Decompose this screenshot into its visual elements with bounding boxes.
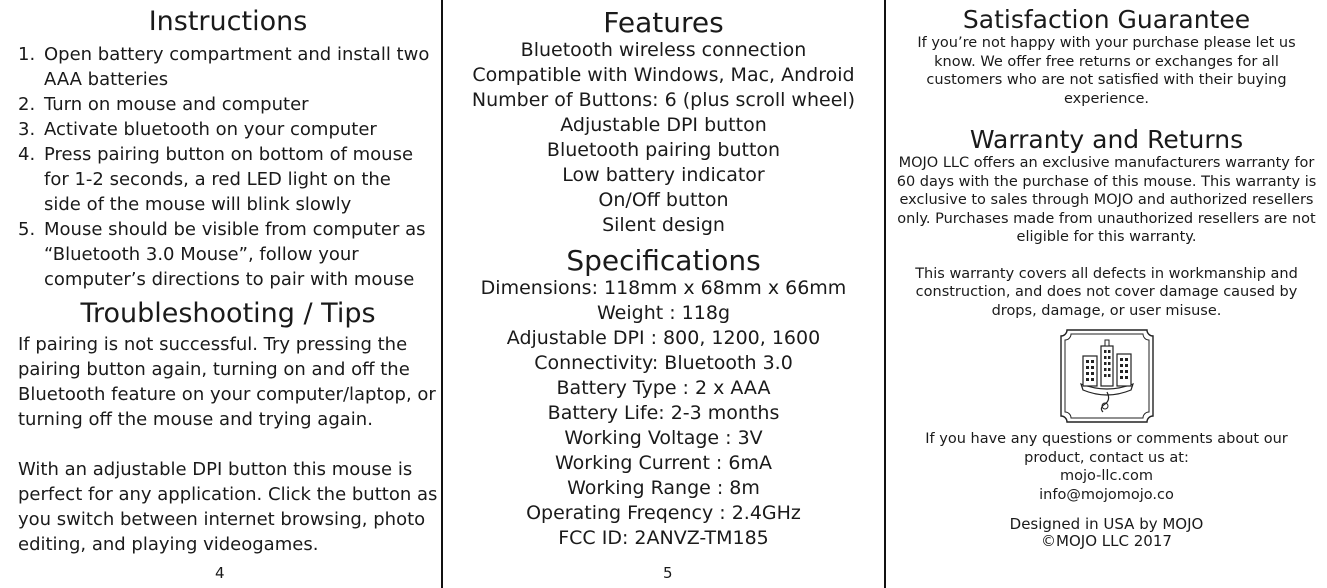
step-number: 1. — [18, 44, 36, 65]
warranty-coverage-text: This warranty covers all defects in work… — [915, 265, 1298, 319]
copyright-text: ©MOJO LLC 2017 — [1041, 532, 1172, 550]
step-number: 3. — [18, 119, 36, 140]
list-item: Connectivity: Bluetooth 3.0 — [534, 352, 793, 374]
list-item: Battery Type : 2 x AAA — [556, 377, 771, 399]
column-divider — [884, 0, 886, 588]
step-text: Activate bluetooth on your computer — [44, 119, 377, 140]
list-item: Dimensions: 118mm x 68mm x 66mm — [480, 277, 847, 299]
list-item: Low battery indicator — [562, 164, 765, 186]
list-item: Working Current : 6mA — [555, 452, 772, 474]
list-item: 2. Turn on mouse and computer — [18, 92, 441, 117]
list-item: Battery Life: 2-3 months — [547, 402, 780, 424]
contact-email-link[interactable]: info@mojomojo.co — [1039, 486, 1174, 503]
list-item: 4. Press pairing button on bottom of mous… — [18, 142, 441, 217]
contact-website-link[interactable]: mojo-llc.com — [1059, 468, 1153, 484]
step-text: Turn on mouse and computer — [44, 94, 309, 115]
list-item: Adjustable DPI button — [560, 114, 767, 136]
step-number: 2. — [18, 94, 36, 115]
guarantee-panel: Satisfaction Guarantee If you’re not hap… — [886, 0, 1327, 588]
list-item: 1. Open battery compartment and install t… — [18, 42, 441, 92]
step-text: Press pairing button on bottom of mouse … — [44, 144, 414, 215]
list-item: On/Off button — [598, 189, 729, 211]
list-item: Bluetooth wireless connection — [520, 39, 807, 61]
features-title: Features — [603, 6, 724, 39]
contact-intro: If you have any questions or comments ab… — [925, 431, 1288, 466]
instructions-title: Instructions — [148, 6, 308, 37]
city-skyline-emblem-icon — [1059, 329, 1154, 423]
warranty-text: MOJO LLC offers an exclusive manufacture… — [896, 155, 1317, 245]
page-number: 5 — [663, 564, 673, 582]
list-item: Compatible with Windows, Mac, Android — [472, 64, 855, 86]
list-item: Weight : 118g — [597, 302, 730, 324]
list-item: 5. Mouse should be visible from computer … — [18, 217, 441, 292]
step-text: Mouse should be visible from computer as… — [44, 219, 426, 290]
instructions-panel: Instructions 1. Open battery compartment … — [0, 0, 441, 588]
features-panel: Features Bluetooth wireless connection C… — [443, 0, 884, 588]
list-item: Bluetooth pairing button — [546, 139, 781, 161]
warranty-title: Warranty and Returns — [969, 125, 1244, 154]
specifications-title: Specifications — [566, 244, 761, 277]
guarantee-title: Satisfaction Guarantee — [962, 5, 1251, 34]
guarantee-text: If you’re not happy with your purchase p… — [917, 35, 1296, 107]
list-item: Number of Buttons: 6 (plus scroll wheel) — [471, 89, 856, 111]
troubleshooting-paragraph: If pairing is not successful. Try pressi… — [18, 334, 436, 430]
page-number: 4 — [215, 564, 225, 582]
step-number: 4. — [18, 144, 36, 165]
step-text: Open battery compartment and install two… — [44, 44, 430, 90]
step-number: 5. — [18, 219, 36, 240]
instructions-list: 1. Open battery compartment and install t… — [18, 42, 441, 292]
list-item: Working Voltage : 3V — [564, 427, 763, 449]
troubleshooting-title: Troubleshooting / Tips — [80, 298, 376, 329]
list-item: 3. Activate bluetooth on your computer — [18, 117, 441, 142]
dpi-paragraph: With an adjustable DPI button this mouse… — [18, 459, 438, 555]
designed-by-text: Designed in USA by MOJO — [1009, 515, 1204, 533]
list-item: Working Range : 8m — [567, 477, 760, 499]
list-item: FCC ID: 2ANVZ-TM185 — [558, 527, 769, 549]
features-list: Bluetooth wireless connection Compatible… — [443, 38, 884, 238]
specifications-list: Dimensions: 118mm x 68mm x 66mm Weight :… — [443, 276, 884, 551]
column-divider — [441, 0, 443, 588]
list-item: Operating Freqency : 2.4GHz — [526, 502, 801, 524]
list-item: Adjustable DPI : 800, 1200, 1600 — [506, 327, 821, 349]
list-item: Silent design — [602, 214, 725, 236]
